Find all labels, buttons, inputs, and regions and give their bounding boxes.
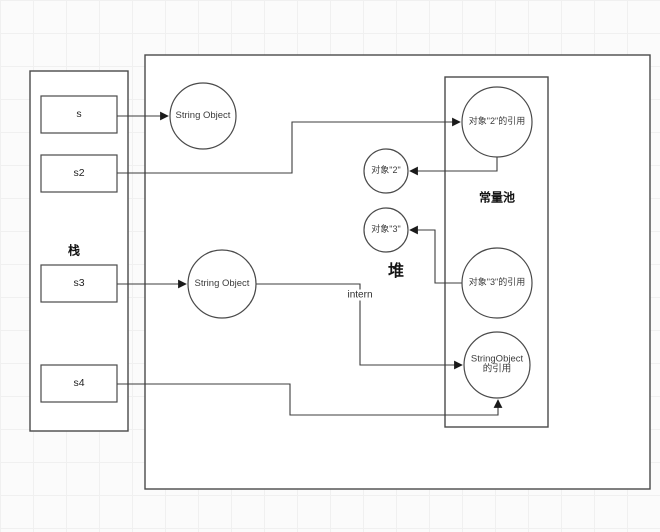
- edge-ref2-to-object2[interactable]: [409, 157, 498, 176]
- string-object-top-circle[interactable]: [169, 82, 237, 150]
- stack-var-s3-label: s3: [73, 277, 85, 290]
- stack-var-s4-label: s4: [73, 377, 85, 390]
- stack-var-s3-box[interactable]: [40, 264, 118, 303]
- stack-var-s-box[interactable]: [40, 95, 118, 134]
- object2-circle[interactable]: [363, 148, 409, 194]
- edge-ref3-to-object3[interactable]: [409, 225, 462, 284]
- string-object-top-label: String Object: [175, 109, 231, 121]
- stack-var-s2-box[interactable]: [40, 154, 118, 193]
- edge-s4-to-string-ref[interactable]: [117, 383, 503, 416]
- stack-zone-label: 栈: [67, 243, 81, 258]
- string-ref-label-line1: StringObject: [470, 353, 524, 365]
- ref3-circle[interactable]: [461, 247, 533, 319]
- constant-pool-zone-label: 常量池: [478, 190, 516, 205]
- string-ref-label: StringObject 的引用: [470, 353, 524, 376]
- object3-label: 对象"3": [371, 224, 401, 235]
- string-ref-circle[interactable]: [463, 331, 531, 399]
- ref2-circle[interactable]: [461, 86, 533, 158]
- ref3-label: 对象"3"的引用: [468, 277, 526, 288]
- ref2-label: 对象"2"的引用: [468, 116, 526, 127]
- heap-zone-label: 堆: [387, 263, 405, 281]
- string-ref-label-line2: 的引用: [482, 364, 512, 375]
- object2-label: 对象"2": [371, 165, 401, 176]
- object3-circle[interactable]: [363, 207, 409, 253]
- intern-edge-label: intern: [345, 289, 375, 301]
- stack-var-s-label: s: [76, 108, 82, 121]
- stack-var-s2-label: s2: [73, 167, 85, 180]
- string-object-mid-label: String Object: [194, 277, 250, 289]
- edge-s2-to-ref2[interactable]: [117, 117, 461, 174]
- edge-intern-to-string-ref[interactable]: [256, 283, 463, 370]
- string-object-mid-circle[interactable]: [187, 249, 257, 319]
- stack-var-s4-box[interactable]: [40, 364, 118, 403]
